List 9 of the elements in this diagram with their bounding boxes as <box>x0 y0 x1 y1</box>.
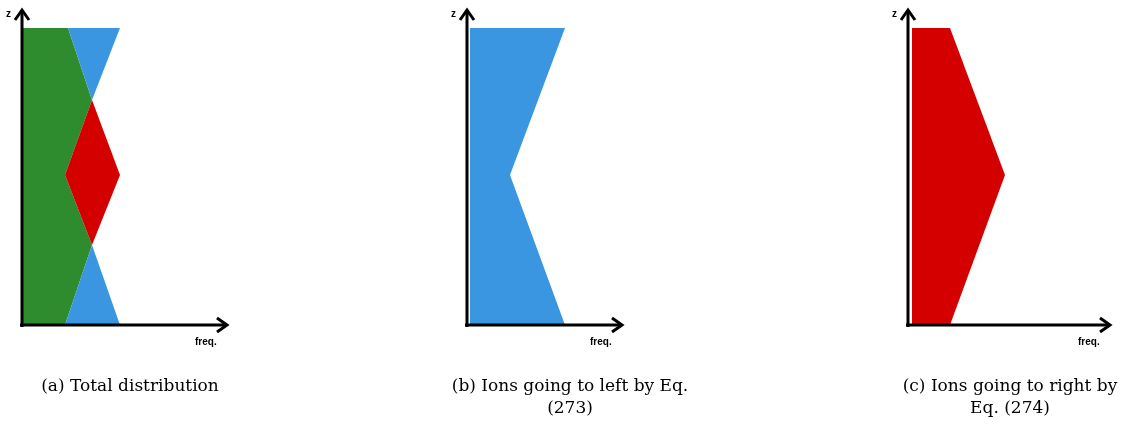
axis-label: freq. <box>195 336 217 347</box>
axis-label: z <box>6 8 11 19</box>
figure-caption: (a) Total distribution <box>40 374 220 396</box>
axis-label: z <box>451 8 456 19</box>
axis-label: freq. <box>590 336 612 347</box>
figure-caption: (b) Ions going to left by Eq. (273) <box>450 374 690 418</box>
figure-caption: (c) Ions going to right by Eq. (274) <box>901 374 1119 418</box>
axis-label: z <box>892 8 897 19</box>
axis-label: freq. <box>1078 336 1100 347</box>
